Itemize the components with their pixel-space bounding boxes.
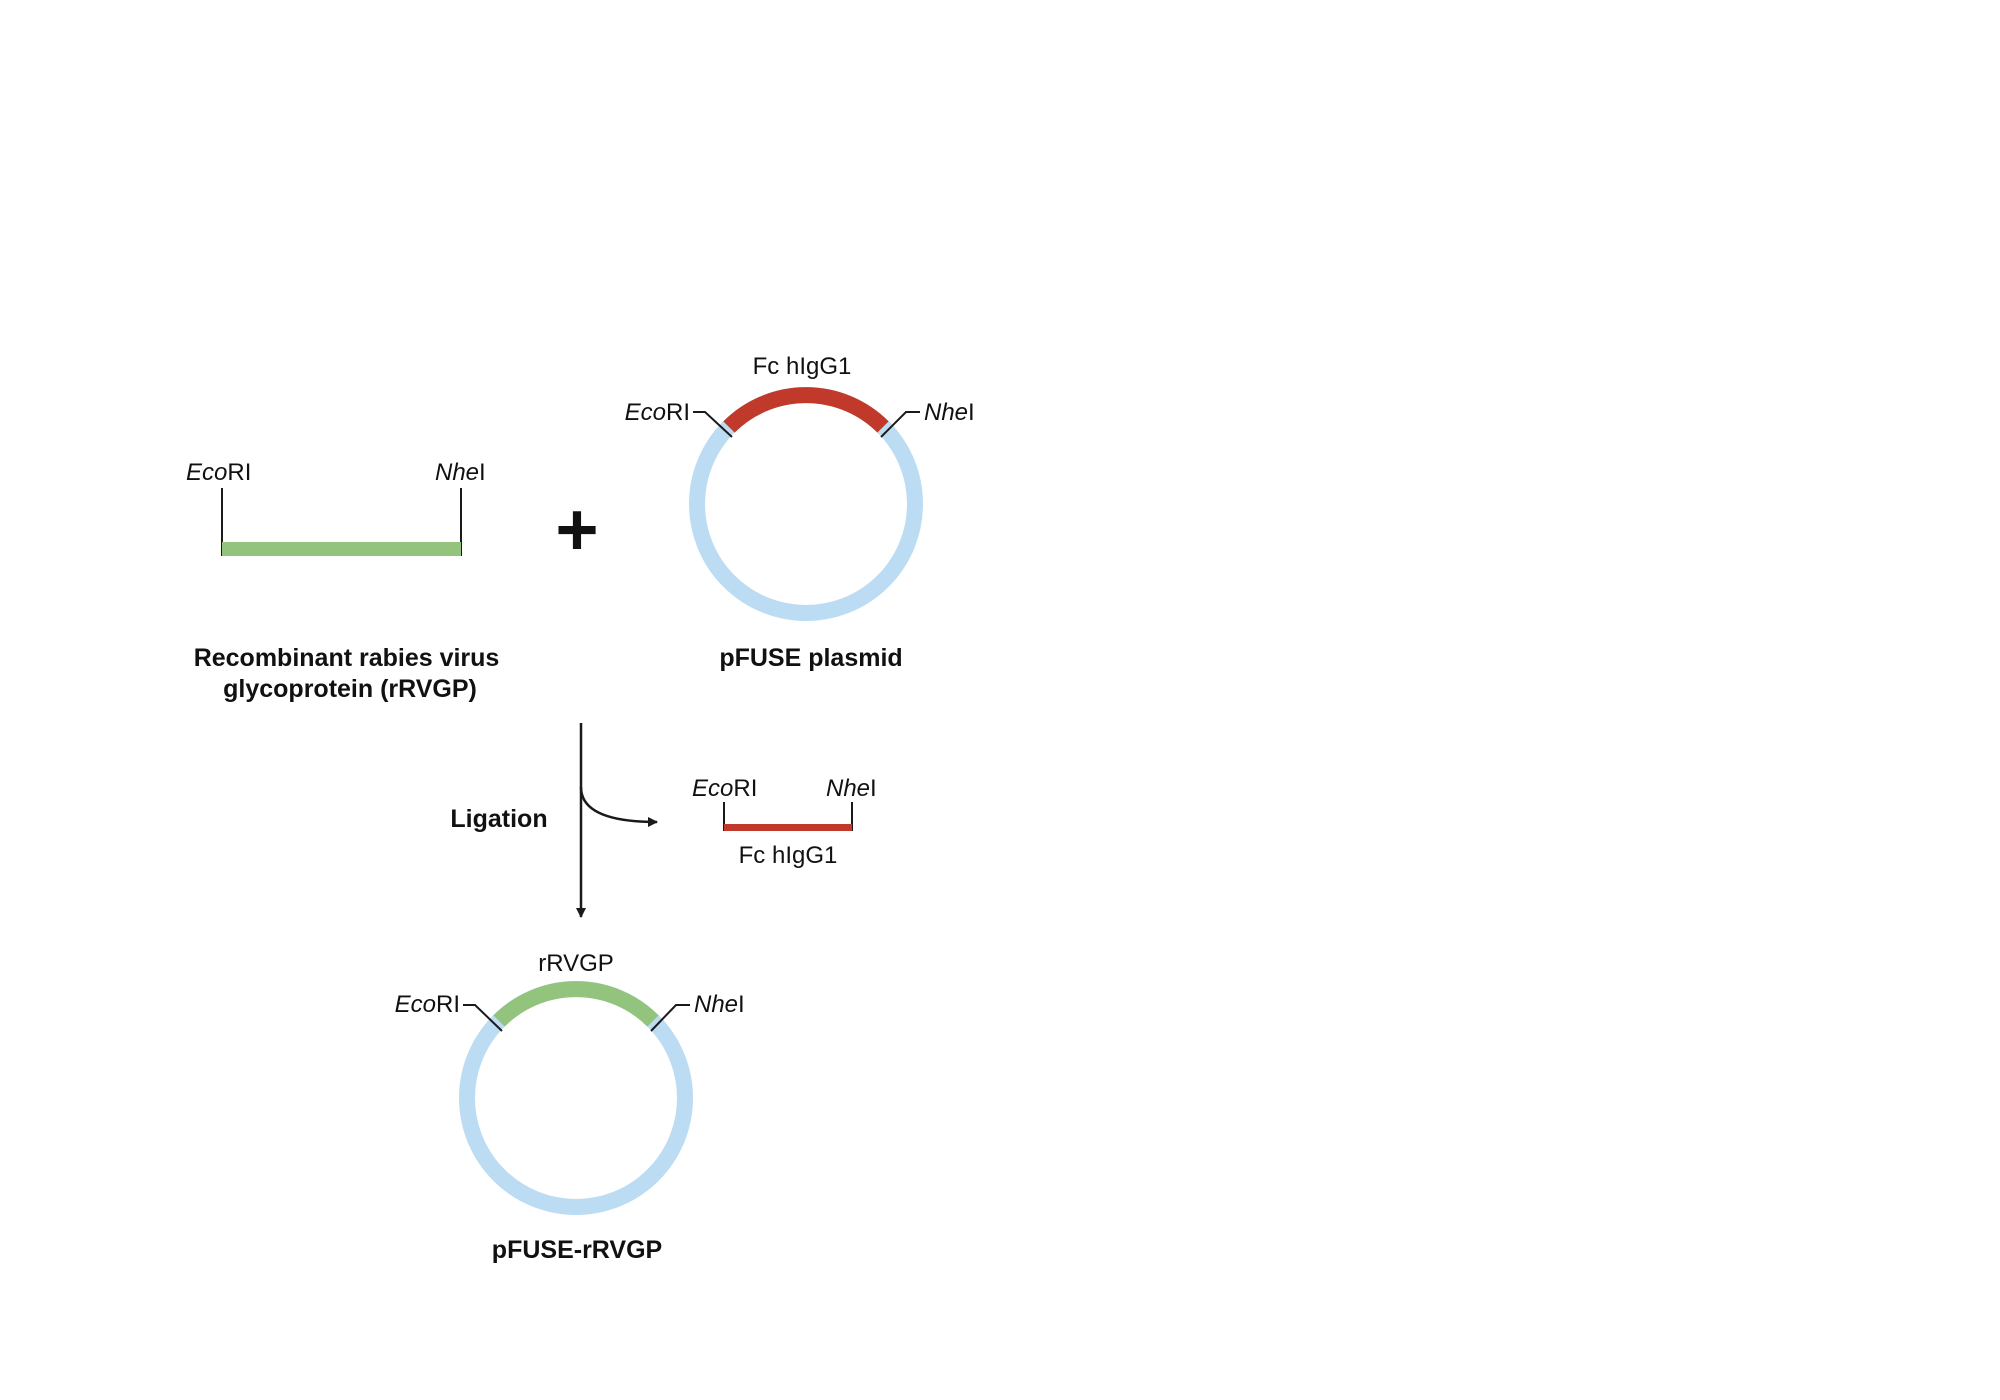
- fragment-ecori-label: EcoRI: [692, 775, 757, 802]
- product-nhei-label: NheI: [694, 991, 745, 1018]
- plasmid-fc-label: Fc hIgG1: [753, 353, 852, 380]
- product-ecori-label: EcoRI: [395, 991, 460, 1018]
- pfuse-plasmid: EcoRI NheI Fc hIgG1 pFUSE plasmid: [625, 353, 975, 672]
- plasmid-ecori-pointer: [693, 411, 733, 438]
- fragment-fc-label: Fc hIgG1: [739, 842, 838, 869]
- product-rrvgp-label: rRVGP: [538, 950, 614, 977]
- product-ecori-pointer: [463, 1004, 503, 1032]
- insert-fragment: EcoRI NheI Recombinant rabies virus glyc…: [186, 459, 507, 703]
- ligation-release-arrow: [579, 786, 658, 827]
- plasmid-ecori-label: EcoRI: [625, 399, 690, 426]
- plasmid-caption: pFUSE plasmid: [719, 644, 902, 672]
- insert-caption: Recombinant rabies virus glycoprotein (r…: [194, 644, 507, 703]
- insert-caption-line1: Recombinant rabies virus: [194, 644, 500, 672]
- fragment-red-bar: [724, 824, 852, 831]
- insert-ecori-label: EcoRI: [186, 459, 251, 486]
- plasmid-nhei-label: NheI: [924, 399, 975, 426]
- product-nhei-pointer: [650, 1004, 690, 1032]
- ligation-label: Ligation: [450, 805, 547, 833]
- pfuse-rrvgp-plasmid: EcoRI NheI rRVGP pFUSE-rRVGP: [395, 950, 745, 1264]
- fragment-nhei-label: NheI: [826, 775, 877, 802]
- plasmid-fc-segment: [723, 387, 889, 433]
- ligation-step: Ligation EcoRI NheI Fc hIgG1: [450, 723, 877, 918]
- plasmid-nhei-pointer: [880, 411, 920, 438]
- plus-sign: +: [555, 488, 598, 571]
- product-rrvgp-segment: [493, 981, 659, 1027]
- insert-green-bar: [222, 542, 461, 556]
- insert-caption-line2: glycoprotein (rRVGP): [223, 675, 477, 703]
- product-caption: pFUSE-rRVGP: [492, 1236, 662, 1264]
- insert-nhei-label: NheI: [435, 459, 486, 486]
